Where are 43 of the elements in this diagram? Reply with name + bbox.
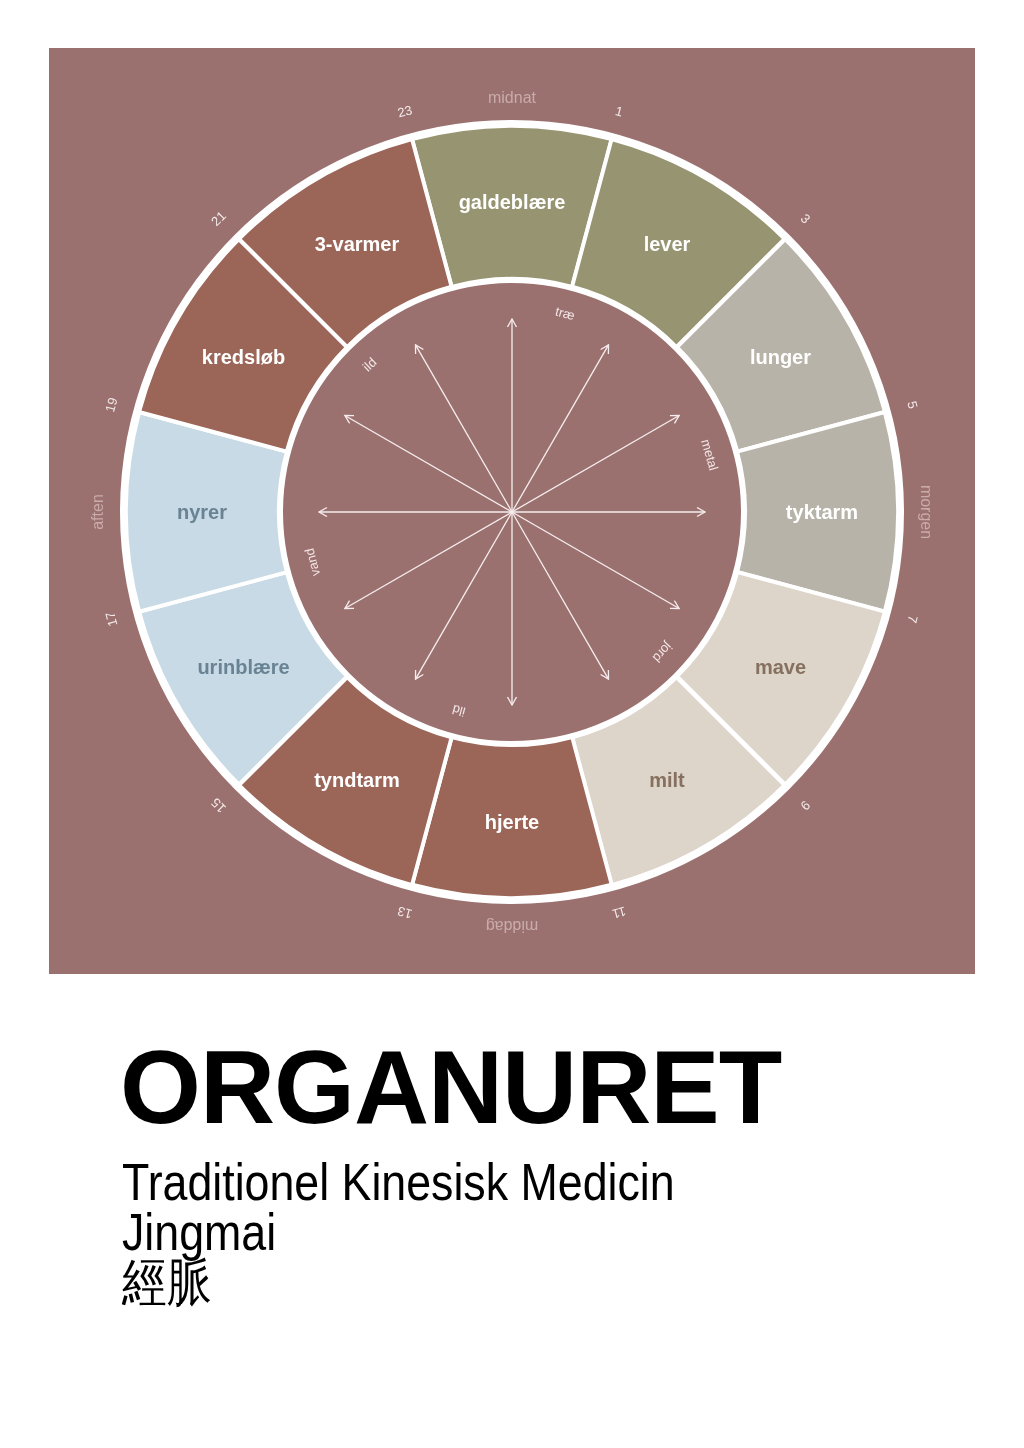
organ-name: tyndtarm xyxy=(314,768,400,792)
hour-number: 1 xyxy=(613,104,625,120)
subtitle: Traditionel Kinesisk Medicin xyxy=(122,1157,675,1207)
hour-number: 9 xyxy=(797,797,813,813)
organ-name: galdeblære xyxy=(458,190,566,214)
poster-title: ORGANURET xyxy=(120,1035,782,1139)
organ-name: lunger xyxy=(749,345,811,369)
organ-name: milt xyxy=(649,768,685,792)
organ-name: tyktarm xyxy=(785,500,859,524)
organ-name: lever xyxy=(643,232,691,255)
ring-segment xyxy=(737,412,898,612)
element-name: metal xyxy=(697,438,721,473)
element-name: ild xyxy=(359,354,380,375)
hour-number: 23 xyxy=(396,103,414,121)
hour-number: 3 xyxy=(797,211,813,227)
time-of-day-label: morgen xyxy=(917,484,935,540)
organ-name: nyrer xyxy=(177,500,227,524)
organ-name: 3-varmer xyxy=(314,232,400,255)
element-name: ild xyxy=(450,701,468,719)
ring-segment xyxy=(412,737,612,898)
ring-segment xyxy=(412,126,612,287)
organ-name: kredsløb xyxy=(201,345,286,369)
time-of-day-label: middag xyxy=(485,917,539,935)
time-of-day-label: midnat xyxy=(488,89,536,107)
hour-number: 7 xyxy=(904,613,920,625)
hour-number: 15 xyxy=(209,794,230,815)
ring-segment xyxy=(126,412,287,612)
element-name: vand xyxy=(302,546,324,577)
time-of-day-label: aften xyxy=(89,494,107,530)
hour-number: 19 xyxy=(103,396,121,414)
ring-segment xyxy=(239,139,452,348)
ring-segment xyxy=(572,139,785,348)
ring-segment xyxy=(572,676,785,885)
hour-number: 17 xyxy=(103,610,121,628)
organ-name: hjerte xyxy=(484,810,540,834)
hour-number: 13 xyxy=(396,903,414,921)
hour-number: 11 xyxy=(610,903,628,921)
hour-number: 5 xyxy=(904,399,920,411)
element-name: træ xyxy=(553,304,577,324)
organ-name: urinblære xyxy=(197,655,290,679)
ring-segment xyxy=(239,676,452,885)
organ-name: mave xyxy=(754,655,807,679)
hour-number: 21 xyxy=(209,209,230,230)
